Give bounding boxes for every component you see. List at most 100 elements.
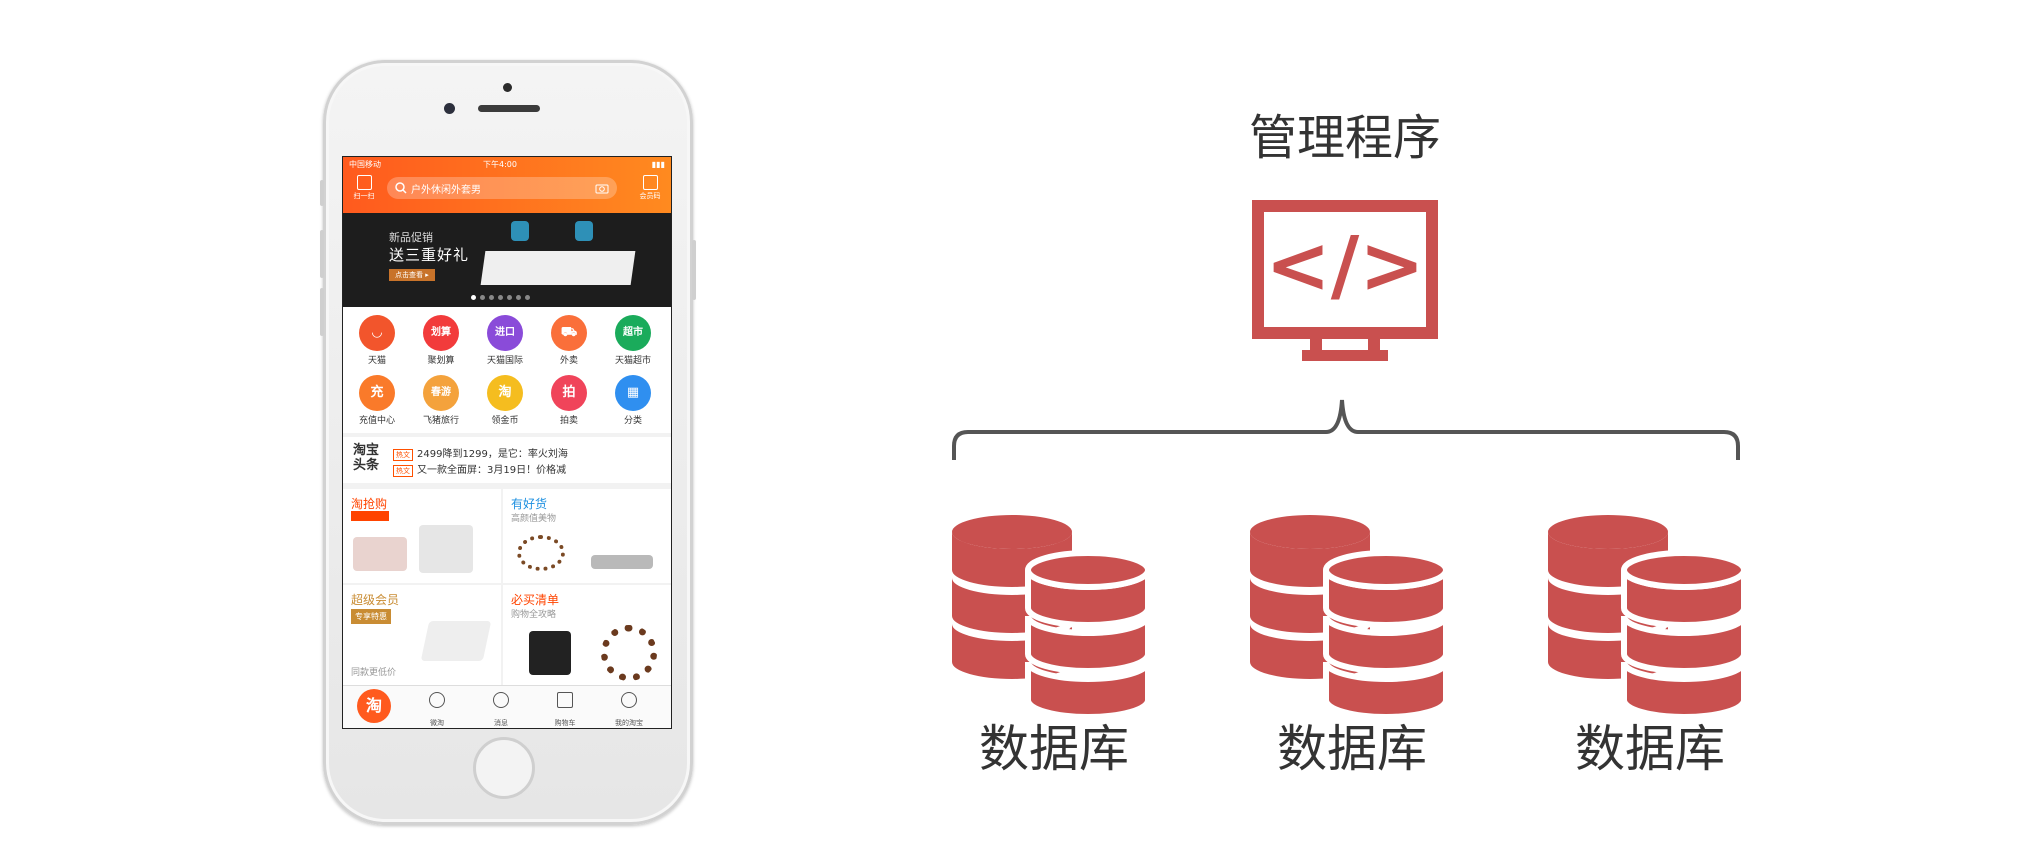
promo-cell-must-buy[interactable]: 必买清单 购物全攻略	[503, 585, 671, 685]
taobao-home-icon: 淘	[357, 689, 391, 723]
database-icon	[1250, 515, 1449, 720]
category-grid: ◡天猫划算聚划算进口天猫国际⛟外卖超市天猫超市充充值中心春游飞猪旅行淘领金币拍拍…	[343, 307, 671, 433]
database-band	[1323, 661, 1449, 720]
tab-label: 我的淘宝	[615, 719, 643, 727]
promo-title: 必买清单	[511, 593, 560, 607]
message-icon	[493, 692, 509, 708]
page-dot	[489, 295, 494, 300]
database-band	[1621, 615, 1747, 674]
category-label: 充值中心	[358, 416, 395, 426]
category-item[interactable]: ◡天猫	[345, 315, 409, 366]
promo-footnote: 同款更低价	[351, 668, 397, 678]
app-header: 中国移动 下午4:00 ▮▮▮ 扫一扫 户外休闲外套男 会员码	[343, 157, 671, 213]
promo-title: 淘抢购	[351, 497, 388, 511]
headline-item[interactable]: 热文又一款全面屏：3月19日！价格减	[393, 461, 566, 477]
promo-cell-super-member[interactable]: 超级会员 专享特惠 同款更低价	[343, 585, 501, 685]
category-icon: 划算	[423, 315, 459, 351]
category-label: 分类	[623, 416, 642, 426]
database-band	[952, 578, 1072, 633]
phone-screen: 中国移动 下午4:00 ▮▮▮ 扫一扫 户外休闲外套男 会员码	[342, 156, 672, 729]
earpiece-speaker	[478, 105, 540, 112]
category-icon: ⛟	[551, 315, 587, 351]
database-top	[952, 515, 1072, 549]
headline-text: 2499降到1299，是它：率火刘海	[417, 449, 568, 460]
member-code-button[interactable]: 会员码	[639, 175, 661, 201]
promo-title: 超级会员	[351, 593, 400, 607]
promo-title: 有好货	[511, 497, 548, 511]
promo-banner[interactable]: 新品促销 送三重好礼 点击查看 ▸	[343, 213, 671, 307]
category-label: 天猫超市	[614, 356, 651, 366]
battery-icon: ▮▮▮	[651, 160, 665, 169]
banner-cta[interactable]: 点击查看 ▸	[389, 269, 435, 281]
database-icon	[1548, 515, 1747, 720]
headlines-logo: 淘宝头条	[353, 443, 380, 473]
category-label: 聚划算	[427, 356, 455, 366]
database-label: 数据库	[1277, 720, 1427, 778]
promo-cell-good-stuff[interactable]: 有好货 高颜值美物	[503, 489, 671, 583]
tab-label: 微淘	[430, 719, 444, 727]
search-input[interactable]: 户外休闲外套男	[387, 177, 617, 199]
tab-weitao[interactable]: 微淘	[407, 686, 467, 728]
volume-down-button	[320, 288, 324, 336]
headline-tag: 热文	[393, 465, 413, 477]
camera-icon[interactable]	[595, 183, 609, 194]
database-band	[1323, 569, 1449, 628]
database-label: 数据库	[979, 720, 1129, 778]
category-item[interactable]: 春游飞猪旅行	[409, 375, 473, 426]
database-band	[1025, 615, 1151, 674]
proximity-sensor	[503, 83, 512, 92]
banner-pagination[interactable]	[471, 295, 530, 300]
database-top	[1548, 515, 1668, 549]
database-top	[1025, 550, 1151, 590]
headline-item[interactable]: 热文 2499降到1299，是它：率火刘海	[393, 445, 568, 461]
category-item[interactable]: ▦分类	[601, 375, 665, 426]
database-band	[1250, 578, 1370, 633]
category-item[interactable]: 充充值中心	[345, 375, 409, 426]
home-button[interactable]	[473, 737, 535, 799]
tab-my-taobao[interactable]: 我的淘宝	[599, 686, 659, 728]
headline-tag: 热文	[393, 449, 413, 461]
scan-button[interactable]: 扫一扫	[353, 175, 375, 201]
tab-messages[interactable]: 消息	[471, 686, 531, 728]
countdown-badge	[351, 511, 389, 521]
code-icon: </>	[1265, 221, 1424, 311]
taobao-headlines[interactable]: 淘宝头条 热文 2499降到1299，是它：率火刘海 热文又一款全面屏：3月19日…	[343, 437, 671, 483]
database-band	[1250, 532, 1370, 587]
product-image	[601, 625, 657, 681]
category-icon: ◡	[359, 315, 395, 351]
user-icon	[621, 692, 637, 708]
page-dot	[516, 295, 521, 300]
category-item[interactable]: 淘领金币	[473, 375, 537, 426]
category-item[interactable]: 超市天猫超市	[601, 315, 665, 366]
category-label: 领金币	[491, 416, 519, 426]
phone-mockup: 中国移动 下午4:00 ▮▮▮ 扫一扫 户外休闲外套男 会员码	[320, 60, 696, 825]
database-icon	[952, 515, 1151, 720]
search-icon	[395, 182, 407, 194]
category-icon: 超市	[615, 315, 651, 351]
category-icon: 拍	[551, 375, 587, 411]
database-band	[1621, 661, 1747, 720]
database-band	[1548, 532, 1668, 587]
banner-desk-image	[480, 251, 636, 285]
page-dot	[498, 295, 503, 300]
category-item[interactable]: ⛟外卖	[537, 315, 601, 366]
database-band	[1025, 661, 1151, 720]
category-icon: 进口	[487, 315, 523, 351]
database-band	[1621, 569, 1747, 628]
banner-line2: 送三重好礼	[389, 246, 470, 264]
monitor-stand-left	[1310, 333, 1322, 353]
power-button	[692, 240, 696, 300]
member-badge: 专享特惠	[351, 609, 391, 624]
banner-line1: 新品促销	[389, 231, 433, 244]
promo-cell-flash-sale[interactable]: 淘抢购	[343, 489, 501, 583]
signal-icon	[429, 692, 445, 708]
page-dot	[480, 295, 485, 300]
search-placeholder: 户外休闲外套男	[411, 185, 481, 196]
category-item[interactable]: 拍拍卖	[537, 375, 601, 426]
database-band	[1548, 578, 1668, 633]
tab-home[interactable]: 淘	[343, 686, 403, 728]
tab-cart[interactable]: 购物车	[535, 686, 595, 728]
category-item[interactable]: 进口天猫国际	[473, 315, 537, 366]
headline-text: 又一款全面屏：3月19日！价格减	[417, 465, 567, 476]
category-item[interactable]: 划算聚划算	[409, 315, 473, 366]
